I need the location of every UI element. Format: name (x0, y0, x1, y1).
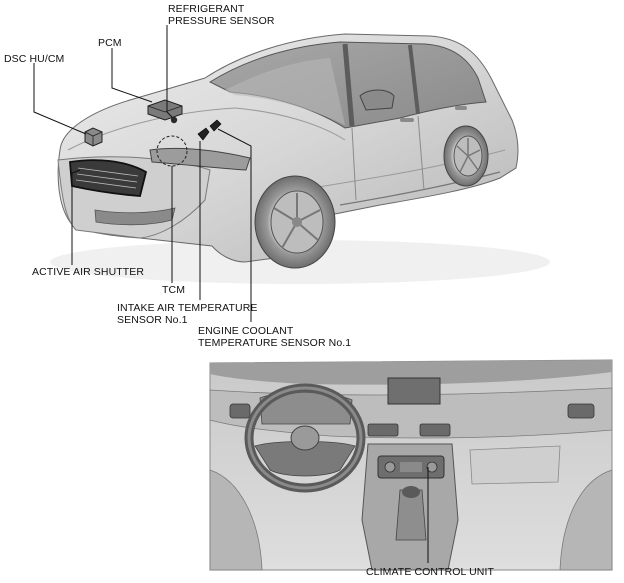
label-refrigerant-line2: PRESSURE SENSOR (168, 15, 275, 27)
label-engine-coolant-temperature-sensor: ENGINE COOLANT TEMPERATURE SENSOR No.1 (198, 325, 351, 349)
label-pcm: PCM (98, 37, 122, 49)
tcm-location-circle (156, 135, 188, 167)
leader-engine-coolant (217, 128, 252, 322)
label-tcm: TCM (162, 284, 186, 296)
leader-active-air-shutter (71, 169, 81, 265)
leader-dsc (33, 63, 87, 135)
label-coolant-line1: ENGINE COOLANT (198, 325, 294, 337)
label-refrigerant-pressure-sensor: REFRIGERANT PRESSURE SENSOR (168, 3, 275, 27)
intake-air-temp-sensor-part (197, 127, 210, 141)
center-display (387, 377, 441, 405)
refrigerant-sensor-part (170, 116, 178, 124)
leader-refrigerant (166, 25, 173, 118)
label-active-air-shutter: ACTIVE AIR SHUTTER (32, 266, 145, 278)
label-refrigerant-line1: REFRIGERANT (168, 3, 245, 15)
label-dsc-hu-cm: DSC HU/CM (4, 53, 65, 65)
leader-lines-car (33, 25, 252, 322)
label-coolant-line2: TEMPERATURE SENSOR No.1 (198, 337, 352, 349)
interior-illustration (209, 359, 613, 571)
label-intake-line1: INTAKE AIR TEMPERATURE (117, 302, 258, 314)
pcm-box (147, 99, 183, 121)
label-intake-air-temperature-sensor: INTAKE AIR TEMPERATURE SENSOR No.1 (117, 302, 257, 326)
leader-pcm (111, 48, 153, 103)
label-intake-line2: SENSOR No.1 (117, 314, 188, 326)
suv-illustration (50, 33, 550, 284)
front-wheel (254, 175, 336, 269)
rear-wheel (443, 125, 489, 187)
dsc-hu-cm-box (84, 127, 103, 147)
engine-coolant-sensor-part (209, 119, 222, 132)
steering-wheel (244, 383, 366, 493)
label-climate-control-unit: CLIMATE CONTROL UNIT (366, 566, 495, 578)
